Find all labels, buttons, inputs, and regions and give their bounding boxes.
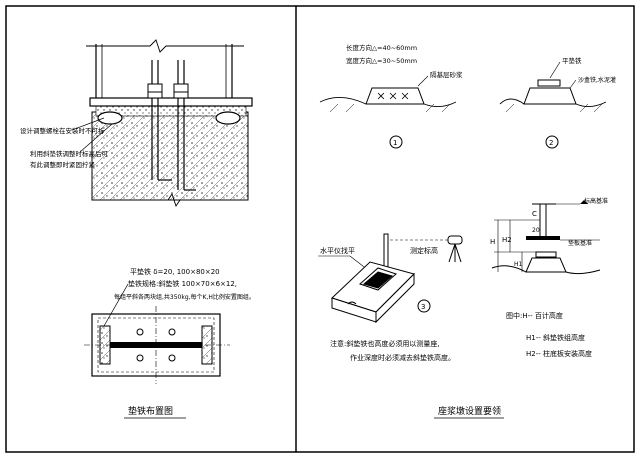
level-instrument	[447, 235, 463, 245]
width-dim: 宽度方向△=30~50mm	[346, 56, 417, 65]
plate-2	[537, 79, 561, 87]
detail-2: 平垫铁 沙盒铁,水泥灌 2	[499, 56, 616, 149]
length-dim: 长度方向△=40~60mm	[346, 43, 417, 52]
grout-pad-1	[365, 87, 425, 105]
svg-text:2: 2	[549, 139, 553, 147]
target-label: 测定标高	[410, 246, 438, 255]
sandbag-label: 沙盒铁,水泥灌	[578, 76, 616, 84]
shim-plate-right	[215, 111, 241, 125]
ground-1	[319, 97, 457, 107]
break-line-bottom	[150, 192, 196, 208]
detail-1: 长度方向△=40~60mm 宽度方向△=30~50mm 隔基层砂浆 1	[319, 43, 463, 149]
foundation-block	[91, 111, 249, 201]
plan-bolts	[136, 328, 176, 362]
break-line-top	[86, 39, 244, 53]
legend-title: 图中:H-- 百计高度	[506, 311, 563, 320]
left-plan-callouts: 平垫铁 δ=20, 100×80×20 垫铁规格:斜垫铁 100×70×6×12…	[103, 267, 255, 327]
right-notes: 注意:斜垫铁也高度必须用以测量座, 作业深度时必须减去斜垫铁高度。 图中:H--…	[330, 311, 592, 419]
detail-3: 水平仪找平 测定标高 3	[318, 233, 463, 324]
dim-H1: H1	[514, 261, 523, 268]
left-plan-view: 垫铁布置图	[84, 306, 230, 419]
circle-3	[417, 299, 431, 313]
grout-pad-4	[525, 257, 567, 273]
plate-label: 平垫铁	[562, 56, 582, 65]
grout-pad-2	[523, 87, 577, 105]
base-plate-4	[526, 236, 560, 240]
detail-4: 标高基准 垫板基准 H H2 H1 C 20	[490, 197, 608, 275]
grout-x-marks	[377, 92, 409, 100]
anchor-bolts	[147, 60, 196, 191]
shim-plate-left	[97, 111, 123, 125]
plate-spec-2: 垫铁规格:斜垫铁 100×70×6×12,	[128, 279, 237, 288]
left-section-view: 设计调整螺栓在安装时不可拆 利用斜垫铁调整时标高后可 有此调整即时紧固拧紧	[20, 39, 253, 208]
plate-4	[535, 251, 557, 258]
sheet-border	[5, 5, 635, 453]
note-method-2: 作业深度时必须减去斜垫铁高度。	[350, 353, 455, 362]
ground-4	[491, 265, 601, 275]
base-elev-label: 标高基准	[584, 197, 608, 205]
plate-spec-3: 每组平斜各两块组,共350kg,每个K,H比例安置图组。	[114, 293, 255, 301]
circle-2	[545, 135, 559, 149]
legend-h1: H1-- 斜垫铁组高度	[526, 333, 585, 342]
legend-h2: H2-- 柱底板安装高度	[526, 349, 592, 358]
dim-20: 20	[532, 227, 540, 234]
left-caption: 垫铁布置图	[128, 405, 173, 417]
dim-H: H	[490, 238, 495, 246]
column-base-plate	[89, 97, 253, 107]
level-label: 水平仪找平	[320, 246, 355, 255]
callout-wedge-line2: 有此调整即时紧固拧紧	[30, 160, 96, 169]
svg-text:3: 3	[421, 303, 425, 311]
grout-label: 隔基层砂浆	[430, 70, 463, 79]
callout-adjust-bolt: 设计调整螺栓在安装时不可拆	[20, 126, 105, 135]
ground-2	[499, 98, 607, 107]
callout-wedge-line1: 利用斜垫铁调整时标高后可	[30, 149, 109, 158]
dim-C: C	[532, 210, 537, 218]
circle-1	[389, 135, 403, 149]
plate-spec-1: 平垫铁 δ=20, 100×80×20	[130, 267, 220, 276]
right-caption: 座浆墩设置要领	[438, 405, 501, 417]
svg-text:1: 1	[393, 139, 397, 147]
note-method-1: 注意:斜垫铁也高度必须用以测量座,	[330, 339, 440, 348]
dim-H2: H2	[502, 236, 512, 244]
grade-label: 垫板基准	[568, 239, 592, 247]
